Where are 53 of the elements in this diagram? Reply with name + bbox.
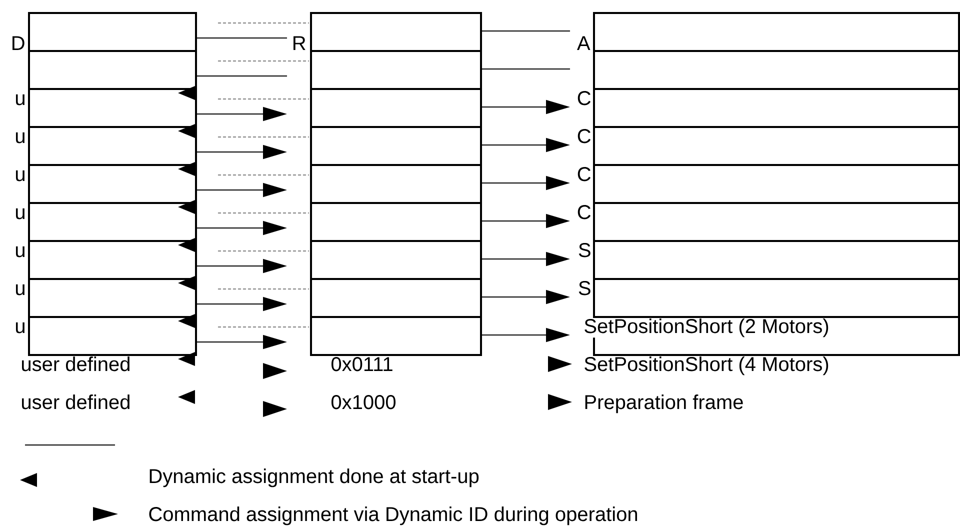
blank-box <box>593 88 960 128</box>
table-text: S <box>577 242 592 258</box>
table-text: u <box>14 246 26 258</box>
blank-box <box>28 88 197 128</box>
table-text: C <box>576 90 592 106</box>
blank-box <box>28 202 197 242</box>
line <box>482 30 570 32</box>
table-text: C <box>576 204 592 220</box>
table-text: C <box>576 166 592 182</box>
blank-box <box>593 164 960 204</box>
table-text: A <box>576 36 591 50</box>
blank-box <box>28 316 197 356</box>
blank-box <box>28 278 197 318</box>
table-text: R <box>291 36 307 50</box>
table-text: u <box>14 170 26 182</box>
table-text: user defined <box>20 394 132 410</box>
blank-box <box>28 240 197 280</box>
blank-box <box>593 202 960 242</box>
table-text: u <box>14 208 26 220</box>
blank-box <box>593 12 960 52</box>
table-text: SetPositionShort (4 Motors) <box>583 356 830 376</box>
line <box>482 68 570 70</box>
table-text: u <box>14 284 26 296</box>
blank-box <box>593 126 960 166</box>
blank-box <box>310 126 482 166</box>
table-text: u <box>14 322 26 334</box>
blank-box <box>593 240 960 280</box>
table-text: C <box>576 128 592 144</box>
blank-box <box>310 164 482 204</box>
table-text: u <box>14 94 26 106</box>
table-text: 0x0111 <box>330 356 394 372</box>
blank-box <box>593 278 960 318</box>
table-text: SetPositionShort (2 Motors) <box>583 318 830 338</box>
legend-text: Command assignment via Dynamic ID during operation <box>149 506 638 526</box>
blank-box <box>310 202 482 242</box>
table-text: 0x1000 <box>330 394 397 410</box>
blank-box <box>310 278 482 318</box>
blank-box <box>593 50 960 90</box>
table-text: u <box>14 132 26 144</box>
blank-box <box>310 12 482 52</box>
blank-box <box>28 50 197 90</box>
table-text: Preparation frame <box>583 394 744 414</box>
legend-text: Dynamic assignment done at start-up <box>150 468 479 488</box>
blank-box <box>310 316 482 356</box>
blank-box <box>28 164 197 204</box>
table-text: S <box>577 280 592 296</box>
table-text: D <box>10 36 26 50</box>
blank-box <box>28 126 197 166</box>
table-text: user defined <box>20 356 132 372</box>
blank-box <box>310 88 482 128</box>
blank-box <box>28 12 197 52</box>
blank-box <box>310 50 482 90</box>
blank-box <box>310 240 482 280</box>
